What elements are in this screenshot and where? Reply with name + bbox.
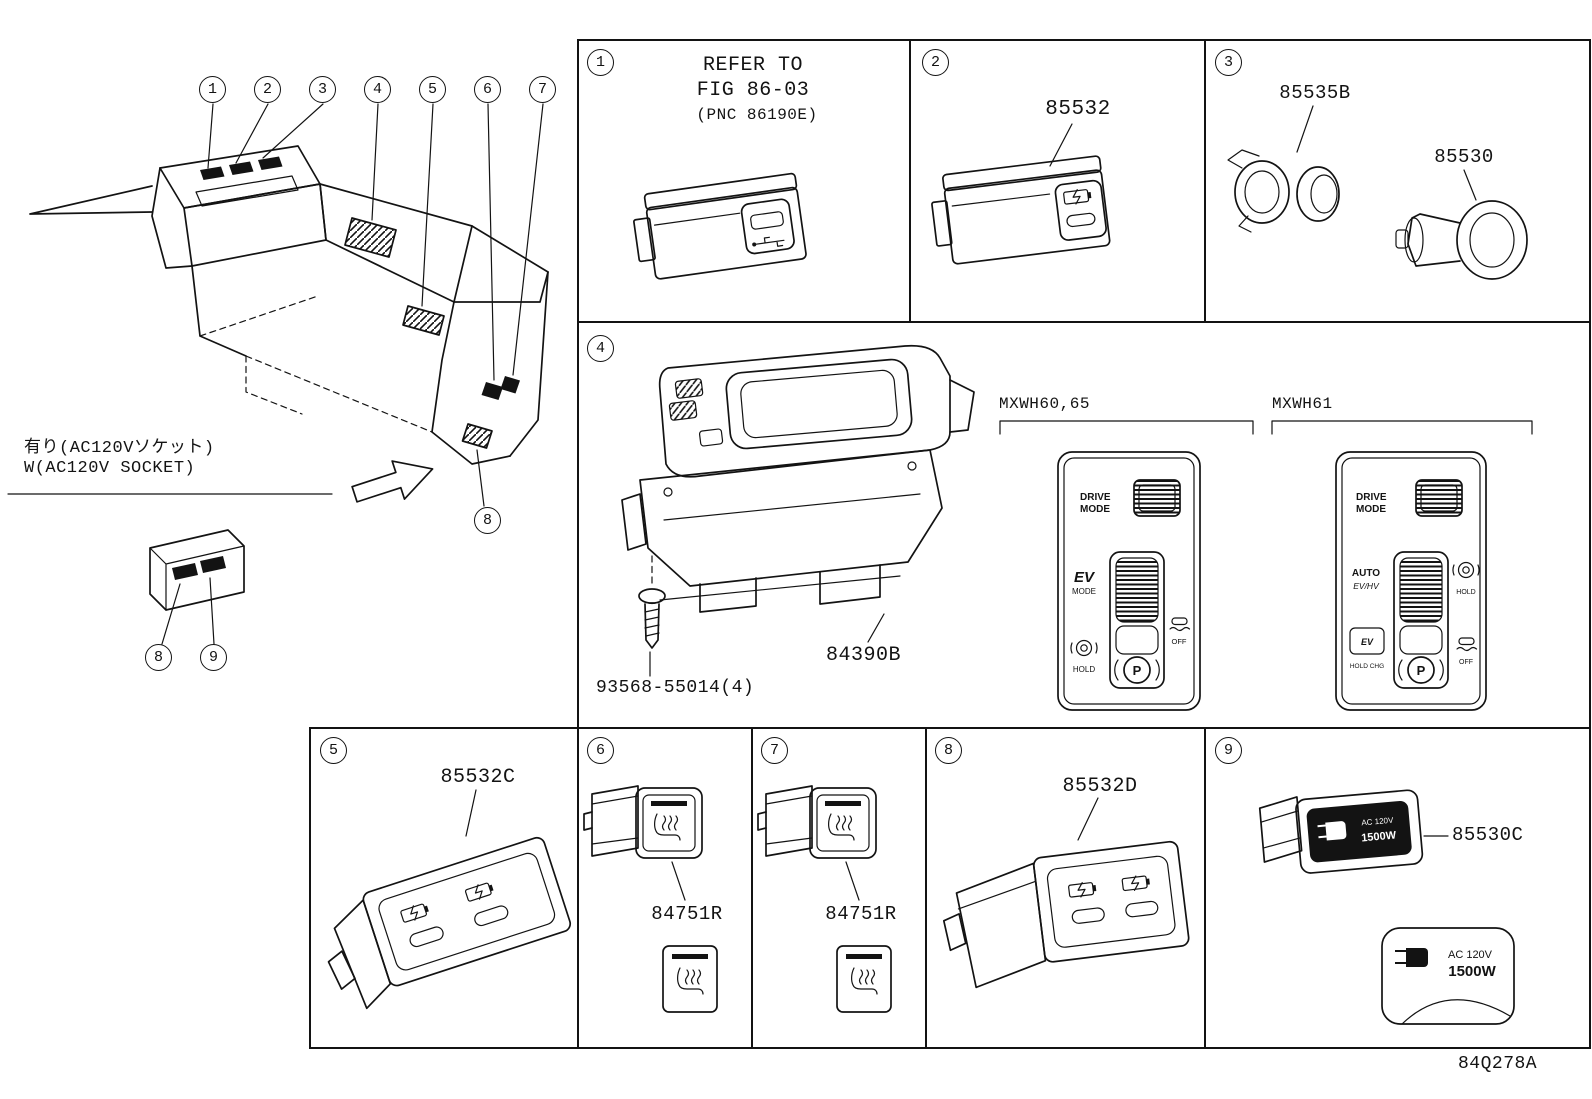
panel-a-ev-label: EV	[1074, 569, 1096, 586]
part-number-85532C: 85532C	[440, 766, 516, 789]
battery-charge-icon	[400, 903, 429, 923]
bracket-mxwh61	[1271, 420, 1533, 435]
part-number-85532D: 85532D	[1062, 775, 1138, 798]
callout-1: 1	[199, 76, 226, 103]
variant-mxwh6065: MXWH60,65	[999, 395, 1090, 413]
cell-5-number: 5	[320, 737, 347, 764]
dual-usb-unit-drawing	[327, 836, 572, 1010]
console-illustration	[29, 145, 549, 465]
cell-6-number: 6	[587, 737, 614, 764]
indicator-watts-label: 1500W	[1448, 963, 1496, 980]
panel-b-drive-label: DRIVE	[1356, 492, 1387, 503]
usb-unit-drawing	[633, 172, 807, 280]
callout-4: 4	[364, 76, 391, 103]
part-number-85532: 85532	[1045, 98, 1111, 121]
leader-84751R-left	[671, 861, 686, 901]
cell-2-number: 2	[922, 49, 949, 76]
screw-drawing	[638, 555, 666, 649]
cell-8-number: 8	[935, 737, 962, 764]
panel-a-drive-label: DRIVE	[1080, 492, 1111, 503]
ac-outlet-indicator-icon: AC 120V 1500W	[1381, 927, 1515, 1025]
part-number-84390B: 84390B	[826, 644, 902, 667]
panel-b-mode-label: MODE	[1356, 504, 1386, 515]
panel-b-holdchg-label: HOLD CHG	[1350, 663, 1384, 670]
refer-line-3: (PNC 86190E)	[696, 106, 818, 124]
drive-mode-panel-b: DRIVE MODE AUTO EV/HV EV HOLD CHG P HOLD…	[1335, 451, 1487, 711]
battery-charge-icon	[464, 882, 494, 902]
charge-unit-drawing	[931, 155, 1111, 265]
note-bracket	[7, 460, 434, 503]
parking-icon: P	[1133, 663, 1142, 678]
socket-detail-illustration	[149, 529, 245, 645]
part-number-screw: 93568-55014(4)	[596, 678, 755, 698]
panel-b-hold-label: HOLD	[1456, 589, 1475, 596]
ac-plug-icon	[1395, 948, 1428, 967]
part-number-84751R-right: 84751R	[825, 903, 897, 925]
leader-84751R-right	[845, 861, 860, 901]
part-number-85530: 85530	[1434, 146, 1494, 168]
callout-7: 7	[529, 76, 556, 103]
cell-9-number: 9	[1215, 737, 1242, 764]
drawing-code: 84Q278A	[1458, 1054, 1538, 1074]
panel-b-off-label: OFF	[1459, 659, 1473, 666]
leader-85532	[1049, 123, 1073, 167]
leader-85535B	[1296, 105, 1314, 153]
cell-7-number: 7	[761, 737, 788, 764]
leader-85530	[1463, 169, 1477, 201]
refer-line-1: REFER TO	[702, 54, 804, 77]
dual-usb-unit2-drawing	[942, 840, 1190, 989]
callout-9-detail: 9	[200, 644, 227, 671]
ac-plug-icon	[1317, 821, 1347, 841]
panel-b-evchg-label: EV	[1361, 637, 1374, 647]
grid-lines	[309, 39, 1591, 1049]
panel-b-auto-label: AUTO	[1352, 568, 1380, 579]
callout-2: 2	[254, 76, 281, 103]
part-number-85530C: 85530C	[1452, 824, 1524, 846]
cell-4-number: 4	[587, 335, 614, 362]
drive-mode-panel-a: DRIVE MODE EV MODE HOLD P OFF	[1057, 451, 1201, 711]
panel-a-off-label: OFF	[1172, 637, 1187, 646]
callout-8-console: 8	[474, 507, 501, 534]
panel-a-mode-label: MODE	[1080, 504, 1110, 515]
bracket-mxwh6065	[999, 420, 1254, 435]
panel-a-hold-label: HOLD	[1073, 665, 1095, 674]
battery-charge-icon	[1063, 189, 1092, 205]
part-number-84751R-left: 84751R	[651, 903, 723, 925]
note-en: W(AC120V SOCKET)	[24, 459, 196, 478]
parking-icon: P	[1417, 663, 1426, 678]
note-jp: 有り(AC120Vソケット)	[24, 439, 215, 458]
panel-b-evhv-label: EV/HV	[1353, 581, 1380, 591]
callout-6: 6	[474, 76, 501, 103]
panel-a-ev-mode-label: MODE	[1072, 587, 1096, 596]
pointer-arrow-icon	[351, 460, 434, 503]
switch-ac-label: AC 120V	[1361, 816, 1394, 828]
variant-mxwh61: MXWH61	[1272, 395, 1333, 413]
callout-5: 5	[419, 76, 446, 103]
console-assembly-drawing	[621, 344, 975, 613]
callout-8-detail: 8	[145, 644, 172, 671]
usb-icon	[752, 236, 785, 247]
cell-3-number: 3	[1215, 49, 1242, 76]
leader-85532D	[1077, 797, 1099, 841]
ac-switch-drawing: AC 120V 1500W	[1258, 789, 1424, 874]
cell-1-number: 1	[587, 49, 614, 76]
callout-leaders	[207, 103, 544, 507]
battery-charge-icon	[1121, 875, 1150, 892]
callout-3: 3	[309, 76, 336, 103]
power-plug-drawing	[1395, 200, 1528, 280]
part-number-85535B: 85535B	[1279, 82, 1351, 104]
battery-charge-icon	[1068, 882, 1097, 898]
switch-watts-label: 1500W	[1361, 829, 1397, 844]
refer-line-2: FIG 86-03	[696, 79, 810, 102]
indicator-ac-label: AC 120V	[1448, 949, 1493, 961]
socket-bezel-drawing	[1227, 149, 1340, 233]
leader-85532C	[465, 789, 477, 837]
leader-84390B	[867, 613, 885, 643]
